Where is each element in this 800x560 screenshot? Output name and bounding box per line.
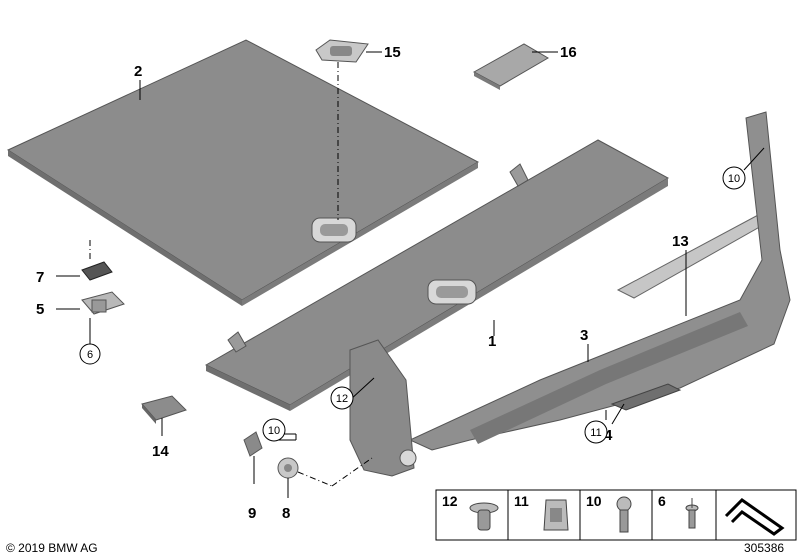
clip-part-9 xyxy=(243,431,263,457)
circled-callout-12: 12 xyxy=(330,386,354,410)
floor-panel-part-2 xyxy=(6,39,480,306)
callout-1: 1 xyxy=(488,333,496,350)
rivet-icon xyxy=(685,498,699,529)
fastener-legend: 12 11 10 6 xyxy=(435,489,797,541)
bracket-icon xyxy=(724,498,785,536)
leader-lines xyxy=(56,51,765,498)
callout-15: 15 xyxy=(384,44,401,61)
fastener-part-8 xyxy=(277,457,299,479)
callout-14: 14 xyxy=(152,443,169,460)
svg-text:10: 10 xyxy=(268,425,280,437)
callout-9: 9 xyxy=(248,505,256,522)
callout-3: 3 xyxy=(580,327,588,344)
circled-callout-10-mid: 10 xyxy=(262,418,286,442)
callout-13: 13 xyxy=(672,233,689,250)
callout-5: 5 xyxy=(36,301,44,318)
legend-item-10: 10 xyxy=(586,493,632,533)
svg-text:11: 11 xyxy=(590,427,601,439)
svg-text:11: 11 xyxy=(514,493,529,509)
spring-clip-icon xyxy=(543,499,569,531)
svg-text:12: 12 xyxy=(336,393,348,405)
svg-text:12: 12 xyxy=(442,493,458,509)
callout-7: 7 xyxy=(36,269,44,286)
svg-text:6: 6 xyxy=(87,349,93,361)
circled-callout-6: 6 xyxy=(79,343,101,365)
drawing-number: 305386 xyxy=(744,541,785,555)
callout-2: 2 xyxy=(134,63,142,80)
circled-callout-10-top: 10 xyxy=(722,166,746,190)
copyright-text: © 2019 BMW AG xyxy=(6,541,98,555)
bracket-part-7 xyxy=(81,261,113,281)
bracket-part-5 xyxy=(81,291,125,315)
svg-text:6: 6 xyxy=(658,493,666,509)
svg-text:10: 10 xyxy=(586,493,602,509)
callout-8: 8 xyxy=(282,505,290,522)
legend-item-bracket xyxy=(724,498,785,536)
legend-item-11: 11 xyxy=(514,493,569,531)
side-trim-part-3 xyxy=(408,111,791,451)
legend-item-6: 6 xyxy=(658,493,699,529)
screw-icon xyxy=(616,496,632,533)
handle-part-15 xyxy=(315,39,369,63)
pillar-trim xyxy=(349,339,417,477)
legend-item-12: 12 xyxy=(442,493,499,531)
svg-text:10: 10 xyxy=(728,173,740,185)
pad-part-14 xyxy=(141,395,187,424)
push-clip-icon xyxy=(469,502,499,531)
trim-cover-part-16 xyxy=(472,43,549,90)
circled-callout-11: 11 xyxy=(584,420,608,444)
callout-16: 16 xyxy=(560,44,577,61)
callout-4: 4 xyxy=(604,427,613,444)
